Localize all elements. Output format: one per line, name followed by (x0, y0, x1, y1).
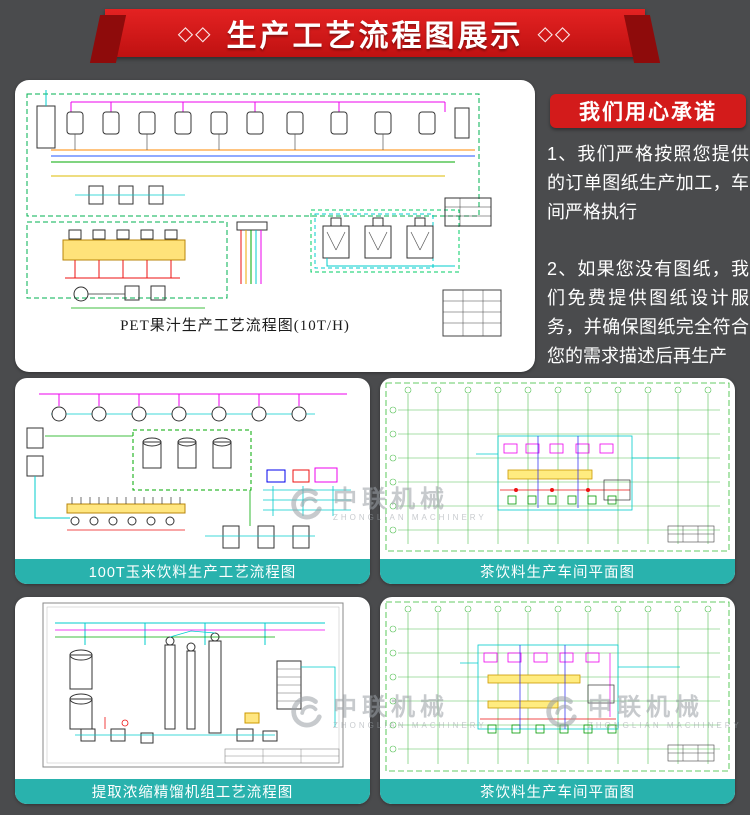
pet-juice-flow-diagram-image (26, 90, 502, 337)
tea-plan-caption-1: 茶饮料生产车间平面图 (380, 559, 735, 584)
section-title: 生产工艺流程图展示 (226, 20, 524, 53)
corn-beverage-flow-image (26, 393, 351, 549)
promise-paragraph-1: 1、我们严格按照您提供的订单图纸生产加工，车间严格执行 (547, 144, 749, 222)
distillation-flow-image (42, 602, 344, 768)
section-banner: ◇◇ 生产工艺流程图展示 ◇◇ (105, 9, 645, 57)
tea-plan-caption-2: 茶饮料生产车间平面图 (380, 779, 735, 804)
tea-plan-card-2[interactable]: 茶饮料生产车间平面图 (380, 597, 735, 804)
promise-badge: 我们用心承诺 (550, 94, 746, 128)
distillation-caption: 提取浓缩精馏机组工艺流程图 (15, 779, 370, 804)
corn-beverage-caption: 100T玉米饮料生产工艺流程图 (15, 559, 370, 584)
corn-beverage-card[interactable]: 100T玉米饮料生产工艺流程图 (15, 378, 370, 584)
banner-ornament-right: ◇◇ (537, 22, 573, 45)
main-diagram-caption: PET果汁生产工艺流程图(10T/H) (120, 318, 350, 334)
banner-ornament-left: ◇◇ (177, 22, 213, 45)
distillation-card[interactable]: 提取浓缩精馏机组工艺流程图 (15, 597, 370, 804)
promise-paragraph-2: 2、如果您没有图纸，我们免费提供图纸设计服务，并确保图纸完全符合您的需求描述后再… (547, 259, 749, 366)
tea-plan-image-2 (385, 601, 730, 772)
tea-plan-card-1[interactable]: 茶饮料生产车间平面图 (380, 378, 735, 584)
main-diagram-card[interactable]: PET果汁生产工艺流程图(10T/H) (15, 80, 535, 372)
tea-plan-image-1 (385, 382, 730, 552)
